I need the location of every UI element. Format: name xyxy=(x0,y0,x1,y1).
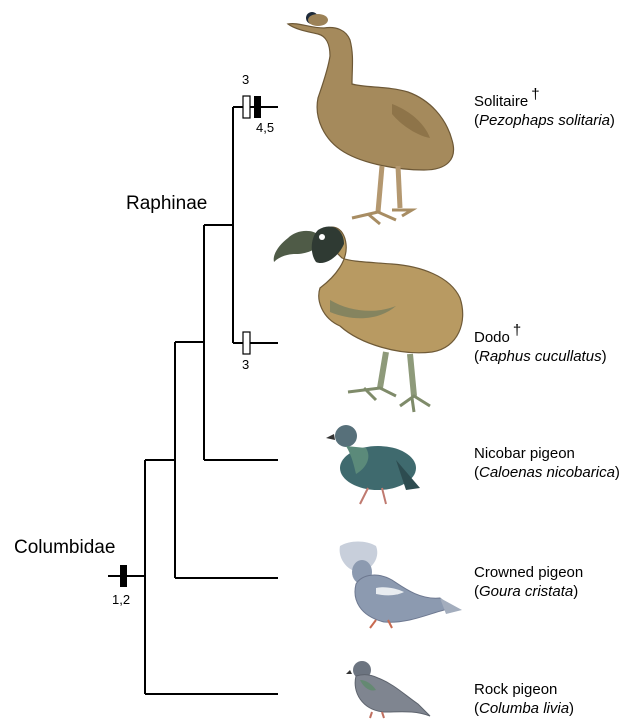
common-name: Crowned pigeon xyxy=(474,564,583,581)
character-label-columbidae: 1,2 xyxy=(112,592,130,607)
scientific-name: (Caloenas nicobarica) xyxy=(474,463,620,482)
clade-label-columbidae: Columbidae xyxy=(14,537,115,559)
open-character-bar-solitaire xyxy=(243,96,250,118)
dodo-illustration xyxy=(274,226,463,412)
character-label-solitaire-filled: 4,5 xyxy=(256,120,274,135)
taxon-label-dodo: Dodo† (Raphus cucullatus) xyxy=(474,328,607,366)
nicobar-pigeon-illustration xyxy=(326,425,420,504)
character-label-solitaire-open: 3 xyxy=(242,72,249,87)
filled-character-bar-columbidae xyxy=(120,565,127,587)
solitaire-illustration xyxy=(288,12,454,224)
taxon-label-crowned-pigeon: Crowned pigeon (Goura cristata) xyxy=(474,563,583,601)
crowned-pigeon-illustration xyxy=(340,542,462,629)
common-name: Solitaire xyxy=(474,93,528,110)
common-name: Nicobar pigeon xyxy=(474,445,575,462)
taxon-label-rock-pigeon: Rock pigeon (Columba livia) xyxy=(474,680,574,718)
filled-character-bar-solitaire xyxy=(254,96,261,118)
extinct-dagger: † xyxy=(531,86,539,103)
clade-label-raphinae: Raphinae xyxy=(126,193,207,215)
scientific-name: (Goura cristata) xyxy=(474,582,583,601)
common-name: Dodo xyxy=(474,329,510,346)
character-label-dodo-open: 3 xyxy=(242,357,249,372)
scientific-name: (Pezophaps solitaria) xyxy=(474,111,615,130)
open-character-bar-dodo xyxy=(243,332,250,354)
scientific-name: (Raphus cucullatus) xyxy=(474,347,607,366)
taxon-label-solitaire: Solitaire† (Pezophaps solitaria) xyxy=(474,92,615,130)
extinct-dagger: † xyxy=(513,322,521,339)
common-name: Rock pigeon xyxy=(474,681,557,698)
scientific-name: (Columba livia) xyxy=(474,699,574,718)
rock-pigeon-illustration xyxy=(346,661,430,718)
taxon-label-nicobar-pigeon: Nicobar pigeon (Caloenas nicobarica) xyxy=(474,444,620,482)
